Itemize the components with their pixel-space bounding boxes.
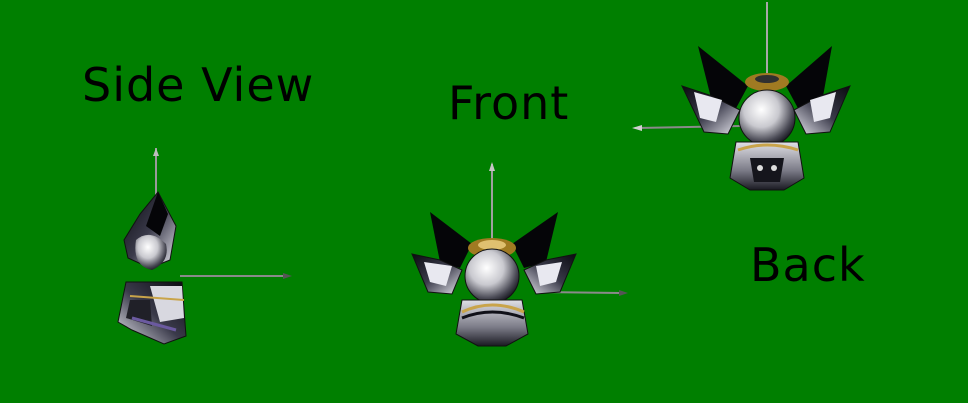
armor-back-view (632, 2, 851, 191)
armor-side-view (117, 148, 292, 345)
back-view-label: Back (750, 238, 866, 292)
side-view-label: Side View (82, 58, 315, 112)
armor-front-view (411, 162, 628, 347)
front-view-label: Front (448, 76, 570, 130)
